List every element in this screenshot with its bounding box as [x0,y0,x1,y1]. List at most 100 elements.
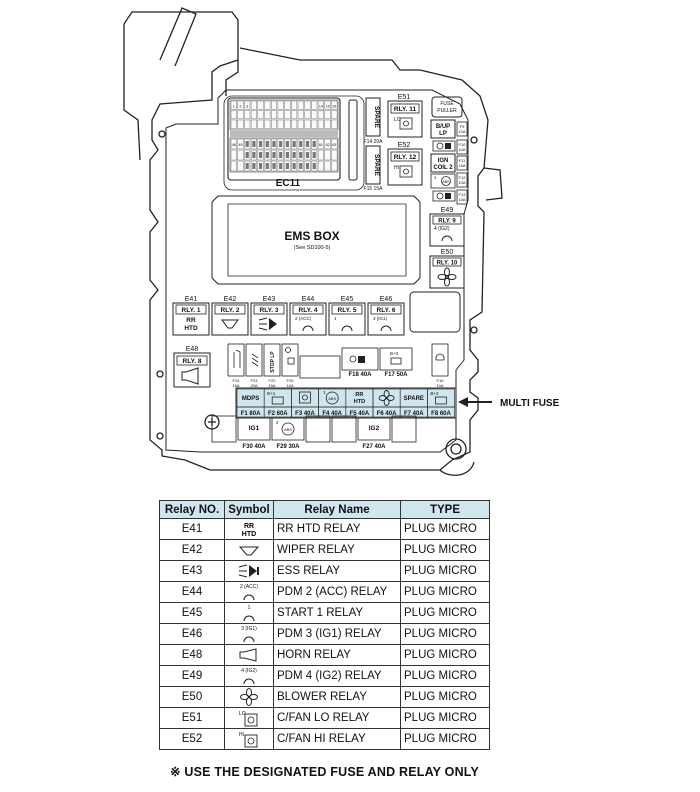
ec11-pin [271,160,278,172]
svg-text:15A: 15A [232,383,239,388]
relay-symbol [224,644,274,666]
ec11-pin-fill [305,163,310,169]
ec11-pin [250,149,257,161]
ec11-pin [277,149,284,161]
svg-text:IGN: IGN [438,158,449,164]
ec11-pin [304,100,311,110]
ec11-pin [284,110,291,120]
ec11-pin [257,160,264,172]
ec11-pin [264,149,271,161]
cfan-icon: LO [239,711,258,727]
svg-text:10A: 10A [458,180,465,185]
ec11-pin [250,160,257,172]
svg-text:B/UP: B/UP [436,124,450,130]
relay-number-label: RLY. 4 [299,307,318,314]
ec11-pin-fill [299,152,303,158]
relay-type: PLUG MICRO [400,560,490,582]
ec11-pin-fill [265,163,269,169]
ec11-pin-fill [312,152,316,158]
svg-text:F10: F10 [459,142,467,147]
svg-text:E51: E51 [398,94,411,101]
relay-e52: E52 RLY. 12 HI [387,142,423,186]
svg-text:2: 2 [276,420,279,425]
relay-number-label: RLY. 2 [221,307,240,314]
ec11-pin [317,110,324,120]
multi-fuse-rating: F3 40A [295,411,315,417]
svg-text:F24: F24 [233,378,241,383]
multi-fuse-rating: F6 40A [377,411,397,417]
svg-text:F17 50A: F17 50A [384,372,408,378]
ec11-pin [250,138,257,150]
ec11-pin [317,138,324,150]
ec11-pin [324,149,331,161]
ec11-pin [277,110,284,120]
ec11-pin [237,119,244,129]
ec11-pin [237,149,244,161]
ec11-pin-fill [285,152,289,158]
ec11-pin [311,149,318,161]
ec11-pin-fill [252,152,256,158]
ec11-pin-fill [259,141,263,147]
relay-no: E48 [159,644,225,666]
ec11-pin [244,110,251,120]
ec11-pin-fill [272,152,276,158]
blower-fan-icon [378,390,395,406]
svg-text:4 (IG2): 4 (IG2) [434,226,450,232]
relay-name: C/FAN LO RELAY [273,707,401,729]
ec11-pin-fill [279,152,283,158]
blower-fan-icon [240,688,258,706]
ec11-pin [230,100,237,110]
ec11-pin [331,100,338,110]
ec11-pin [244,100,251,110]
relay-number-label: RLY. 6 [377,307,396,314]
key-icon [302,325,314,332]
relay-connector-label: E42 [224,296,237,303]
multi-fuse-label-text: B+2 [430,391,439,396]
key-icon [380,325,392,332]
ec11-pin [291,160,298,172]
ec11-pin [257,149,264,161]
battery-icon [271,396,284,405]
svg-text:E52: E52 [398,142,411,149]
ec11-pin-label: 49 [239,143,243,147]
header-relay-no: Relay NO. [159,500,225,519]
svg-text:RLY. 8: RLY. 8 [183,358,202,365]
relay-e50: E50 RLY. 10 [429,249,465,289]
multi-fuse-label-text: B+1 [267,391,276,396]
relay-type: PLUG MICRO [400,686,490,708]
svg-text:HI: HI [239,732,244,738]
svg-text:FUSE: FUSE [440,101,454,107]
svg-text:LO: LO [394,117,401,123]
ec11-pin-label: 48 [232,143,236,147]
header-relay-name: Relay Name [273,500,401,519]
relay-no: E41 [159,518,225,540]
ec11-pin-label: 61 [319,143,323,147]
ec11-pin [324,160,331,172]
spare-label-2: SPARE [373,154,380,177]
svg-text:F13: F13 [459,192,467,197]
key-icon [243,594,255,600]
ec11-pin [291,149,298,161]
svg-text:20A: 20A [250,383,257,388]
ec11-pin-fill [265,152,269,158]
multi-fuse-rating: F4 40A [322,411,342,417]
ec11-pin [284,100,291,110]
ec11-pin-fill [285,141,289,147]
ec11-pin-fill [292,152,296,158]
ec11-pin [271,119,278,129]
header-type: TYPE [400,500,490,519]
header-symbol: Symbol [224,500,274,519]
relay-symbol [224,686,274,708]
ec11-pin [331,160,338,172]
svg-text:15A: 15A [458,163,465,168]
ec11-pin [244,160,251,172]
relay-symbol: 1 [224,602,274,624]
relay-type: PLUG MICRO [400,602,490,624]
ec11-pin [317,100,324,110]
ec11-pin-fill [305,152,310,158]
